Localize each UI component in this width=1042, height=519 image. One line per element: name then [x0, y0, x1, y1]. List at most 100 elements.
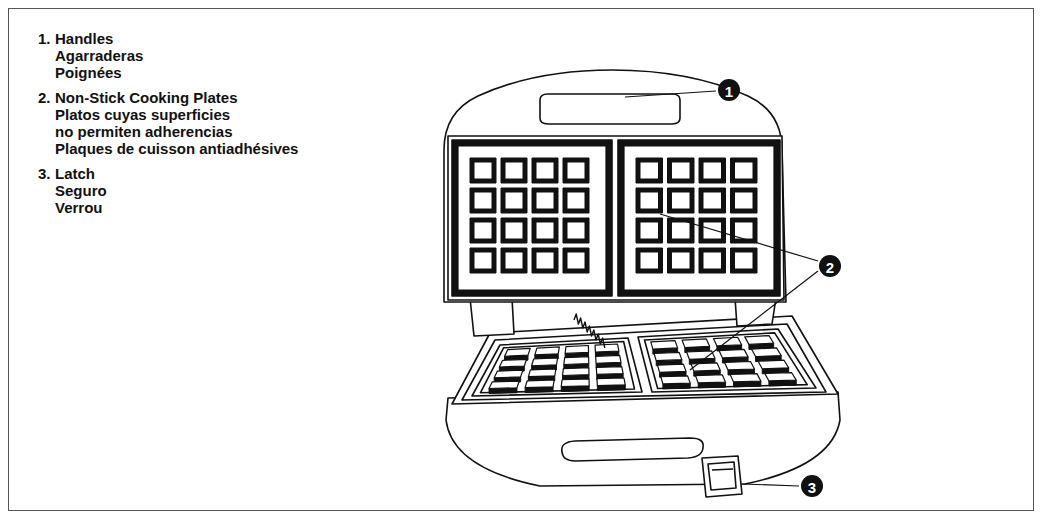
- waffle-cell: [501, 188, 527, 213]
- waffle-cell-inner: [505, 192, 523, 209]
- waffle-cell-inner: [474, 192, 492, 209]
- callouts: [625, 79, 841, 497]
- waffle-block: [494, 370, 523, 378]
- waffle-block: [535, 347, 559, 355]
- callout-number: 1: [725, 82, 733, 99]
- waffle-block: [596, 367, 623, 375]
- waffle-cell-inner: [672, 252, 691, 269]
- waffle-block: [528, 369, 555, 377]
- waffle-cell: [668, 218, 695, 243]
- waffle-cell: [636, 158, 663, 183]
- callout-number: 3: [808, 478, 816, 495]
- waffle-cell: [636, 218, 663, 243]
- waffle-cell-inner: [474, 252, 492, 269]
- waffle-cell-inner: [640, 252, 659, 269]
- list-number: 1.: [38, 30, 51, 47]
- waffle-cell: [470, 218, 496, 243]
- waffle-cell: [668, 248, 695, 273]
- waffle-cell-inner: [567, 162, 585, 179]
- plate-well: [458, 146, 606, 290]
- leader-line: [690, 271, 818, 370]
- part-name: Poignées: [55, 64, 122, 81]
- waffle-cell-inner: [735, 162, 754, 179]
- lid-handle-slot: [540, 94, 680, 124]
- waffle-cell-inner: [567, 252, 585, 269]
- part-name: Agarraderas: [55, 47, 143, 64]
- waffle-block: [525, 380, 554, 388]
- waffle-block: [651, 341, 678, 349]
- waffle-cell: [636, 188, 663, 213]
- callout-circle: [718, 79, 740, 101]
- waffle-block: [565, 345, 588, 353]
- waffle-cell: [731, 188, 758, 213]
- lid-cooking-plate: [452, 140, 612, 296]
- waffle-block: [564, 357, 589, 365]
- waffle-cell: [699, 218, 726, 243]
- waffle-cell: [699, 158, 726, 183]
- waffle-cell: [699, 188, 726, 213]
- lid-shell: [444, 70, 786, 302]
- waffle-cell-inner: [672, 192, 691, 209]
- waffle-block: [489, 381, 519, 388]
- lid-cooking-plate: [618, 140, 780, 296]
- waffle-block: [657, 364, 686, 372]
- leader-line: [660, 214, 818, 261]
- waffle-block: [597, 378, 625, 386]
- waffle-cell: [532, 188, 558, 213]
- waffle-maker: [444, 70, 840, 497]
- part-name: Latch: [55, 165, 95, 182]
- waffle-cell-inner: [703, 192, 722, 209]
- waffle-block: [596, 355, 621, 363]
- waffle-block: [654, 352, 682, 360]
- base-plate-frame: [462, 324, 826, 400]
- waffle-block: [765, 373, 796, 381]
- waffle-block: [682, 339, 709, 348]
- waffle-cell-inner: [735, 192, 754, 209]
- waffle-block: [595, 344, 619, 352]
- waffle-cell: [532, 218, 558, 243]
- waffle-block: [661, 376, 690, 384]
- waffle-block: [745, 336, 774, 345]
- waffle-block: [499, 359, 526, 367]
- hinge: [470, 298, 514, 336]
- plate-well: [624, 146, 774, 290]
- base-shell: [446, 392, 840, 486]
- waffle-cell-inner: [536, 252, 554, 269]
- list-number: 3.: [38, 165, 51, 182]
- base-cooking-plate: [638, 329, 816, 392]
- waffle-cell-inner: [474, 162, 492, 179]
- waffle-cell: [636, 248, 663, 273]
- latch: [702, 456, 742, 497]
- waffle-cell-inner: [567, 192, 585, 209]
- latch-face: [708, 462, 736, 490]
- waffle-cell: [699, 248, 726, 273]
- callout-circle: [801, 475, 823, 497]
- waffle-block: [505, 348, 531, 356]
- waffle-cell-inner: [672, 162, 691, 179]
- part-name: Verrou: [55, 199, 103, 216]
- waffle-cell-inner: [505, 162, 523, 179]
- waffle-cell: [563, 188, 589, 213]
- waffle-block: [758, 360, 789, 369]
- waffle-cell-inner: [735, 252, 754, 269]
- waffle-cell-inner: [703, 162, 722, 179]
- waffle-cell-inner: [703, 252, 722, 269]
- waffle-cell: [563, 248, 589, 273]
- waffle-cell: [563, 218, 589, 243]
- waffle-cell-inner: [672, 222, 691, 239]
- waffle-block: [532, 358, 558, 366]
- waffle-cell-inner: [640, 192, 659, 209]
- waffle-cell-inner: [474, 222, 492, 239]
- list-number: 2.: [38, 89, 51, 106]
- waffle-cell-inner: [536, 162, 554, 179]
- waffle-block: [691, 363, 720, 371]
- leader-line: [625, 91, 716, 97]
- waffle-block: [719, 349, 748, 358]
- waffle-cell: [470, 248, 496, 273]
- waffle-cell: [668, 188, 695, 213]
- waffle-cell: [731, 248, 758, 273]
- waffle-block: [695, 375, 725, 383]
- part-name: Handles: [55, 30, 113, 47]
